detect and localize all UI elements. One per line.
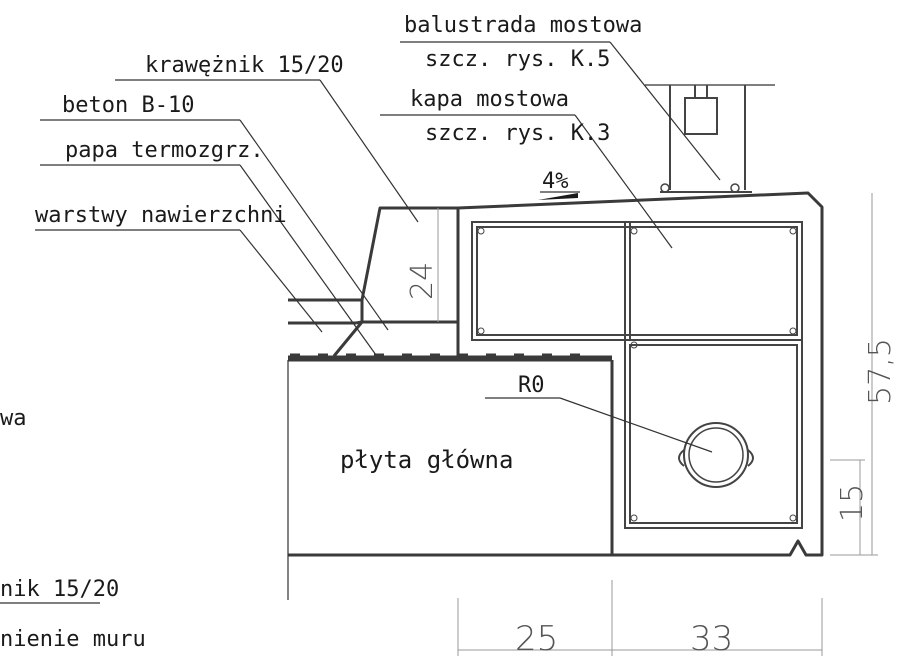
- labels: balustrada mostowa szcz. rys. K.5 kapa m…: [0, 13, 642, 652]
- label-beton: beton B-10: [62, 93, 194, 118]
- label-warstwy: warstwy nawierzchni: [35, 203, 287, 228]
- dimensions: 24 57,5 15 25 33: [405, 193, 898, 656]
- label-left-cut-1: wa: [0, 406, 27, 431]
- label-left-cut-2: nik 15/20: [0, 577, 119, 602]
- label-balustrada-ref: szcz. rys. K.5: [425, 47, 610, 72]
- dim-curb-height: 24: [405, 262, 440, 300]
- drain-pipe: [678, 422, 754, 488]
- label-kapa: kapa mostowa: [410, 87, 569, 112]
- reinforcement-cage: [471, 221, 803, 529]
- label-papa: papa termozgrz.: [65, 138, 264, 163]
- leader-lines: [35, 41, 721, 453]
- dim-width-left: 25: [515, 619, 558, 656]
- label-kraweznik: krawężnik 15/20: [145, 53, 344, 78]
- bridge-cap-outline: [456, 191, 824, 557]
- label-r0: R0: [518, 373, 545, 398]
- dim-total-height: 57,5: [863, 338, 898, 405]
- slope-label: 4%: [542, 169, 569, 194]
- dim-bottom-height: 15: [835, 484, 870, 522]
- slope-marker: 4%: [538, 169, 580, 200]
- main-slab: [287, 358, 614, 600]
- pavement-layers: [288, 298, 612, 359]
- label-plyta: płyta główna: [340, 446, 513, 474]
- label-balustrada: balustrada mostowa: [404, 13, 642, 38]
- label-left-cut-3: nienie muru: [0, 627, 146, 652]
- label-kapa-ref: szcz. rys. K.3: [425, 121, 610, 146]
- dim-width-right: 33: [690, 619, 733, 656]
- bridge-railing: [645, 84, 775, 193]
